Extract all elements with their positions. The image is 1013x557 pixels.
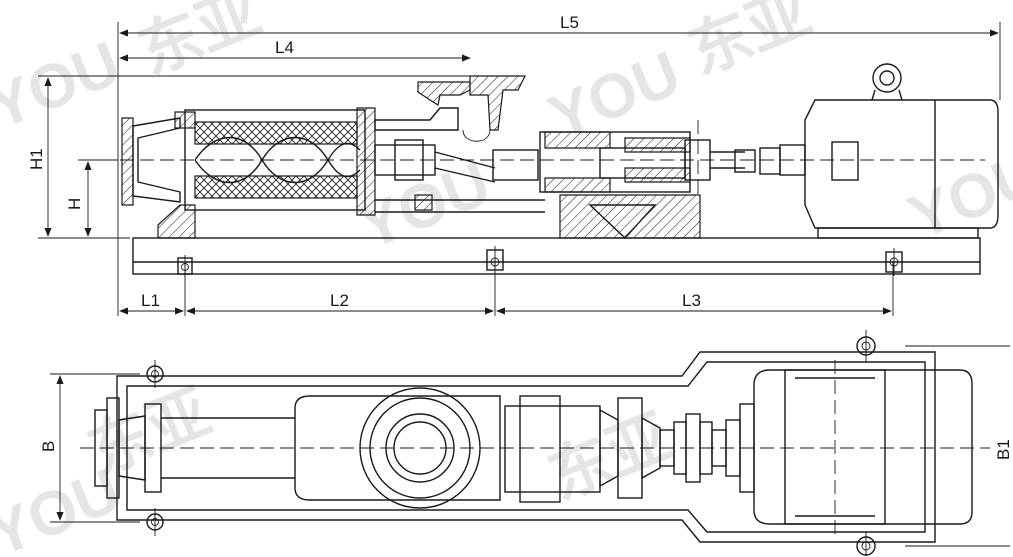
- dimension-H: H: [65, 159, 118, 237]
- dimension-H1: H1: [27, 75, 470, 239]
- connecting-rod: [374, 139, 539, 183]
- base-plate: [116, 351, 936, 543]
- dim-label-L2: L2: [330, 291, 349, 310]
- dim-label-L1: L1: [141, 291, 160, 310]
- stator: [184, 107, 376, 216]
- dim-label-L4: L4: [275, 38, 294, 57]
- bearing-housing: [504, 395, 661, 503]
- plan-view-pump: [80, 330, 990, 556]
- coupling: [710, 147, 781, 175]
- foundation-bolt: [856, 532, 876, 556]
- dimension-L5: L5: [117, 13, 1001, 316]
- foundation-bolt: [146, 360, 164, 388]
- stator: [161, 417, 295, 479]
- suction-flange: [121, 111, 196, 239]
- bearing-housing: [539, 120, 711, 239]
- base-frame: [132, 237, 981, 275]
- foundation-bolt: [177, 255, 193, 277]
- dimension-L1-L2-L3: L1 L2 L3: [119, 262, 894, 316]
- watermark-text: 东亚: [129, 0, 270, 88]
- dimension-B: B: [39, 373, 140, 523]
- dimension-L4: L4: [119, 38, 471, 62]
- watermark-text: YOU: [899, 139, 1013, 253]
- dim-label-B1: B1: [994, 439, 1013, 460]
- side-view-pump: [100, 63, 999, 277]
- pump-casing: [374, 107, 545, 213]
- foundation-bolt: [146, 508, 164, 536]
- dim-label-L3: L3: [682, 291, 701, 310]
- coupling: [659, 413, 727, 483]
- watermark-text: YOU: [0, 29, 130, 143]
- motor: [779, 63, 999, 239]
- foundation-bolt: [486, 246, 504, 274]
- watermark-text: 东亚: [679, 0, 820, 88]
- dim-label-L5: L5: [560, 13, 579, 32]
- suction-flange: [94, 397, 162, 499]
- dim-label-H1: H1: [27, 148, 46, 170]
- dim-label-B: B: [39, 441, 58, 452]
- discharge-outlet: [417, 75, 526, 142]
- foundation-bolt: [885, 248, 903, 276]
- pump-casing: [294, 387, 501, 509]
- dimension-B1: B1: [905, 345, 1013, 547]
- motor: [725, 360, 973, 538]
- dim-label-H: H: [65, 198, 84, 210]
- foundation-bolt: [856, 330, 876, 362]
